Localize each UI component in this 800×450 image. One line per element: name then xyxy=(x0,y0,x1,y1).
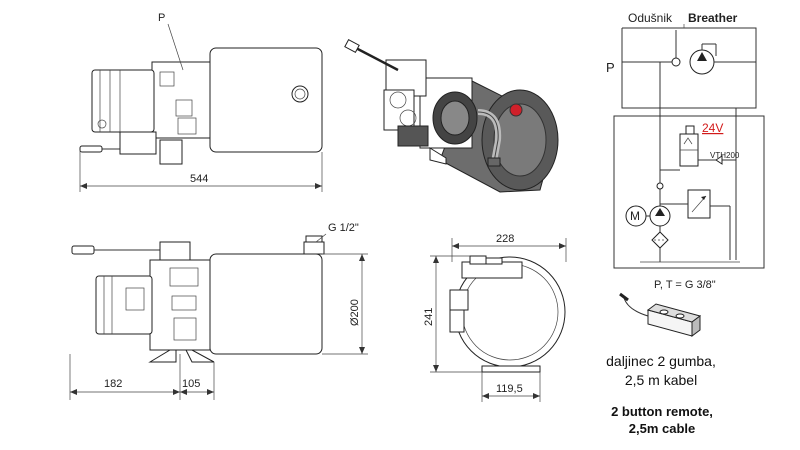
remote-caption-hr: daljinec 2 gumba, 2,5 m kabel xyxy=(596,352,726,390)
schema-valve-label: VTH200 xyxy=(710,151,740,160)
hydraulic-schematic: Odušnik Breather P 24V VTH200 xyxy=(606,11,765,291)
side-view-bottom: 182 105 G 1/2" Ø200 xyxy=(69,222,368,400)
schema-voltage: 24V xyxy=(702,121,723,135)
motor-top-view xyxy=(91,69,155,133)
remote-caption-hr-line1: daljinec 2 gumba, xyxy=(606,353,716,369)
motor-side-view xyxy=(95,275,153,335)
dim-105: 105 xyxy=(182,378,200,390)
port-p-label: P xyxy=(158,12,165,24)
isometric-view xyxy=(344,38,559,193)
schema-p-label: P xyxy=(606,60,615,75)
schema-breather-en: Breather xyxy=(688,11,738,25)
remote-caption-hr-line2: 2,5 m kabel xyxy=(624,372,698,388)
front-view: 228 241 119,5 xyxy=(423,233,567,402)
dim-diameter: Ø200 xyxy=(349,299,361,326)
remote-caption-en: 2 button remote, 2,5m cable xyxy=(600,403,724,437)
dim-inlet: G 1/2" xyxy=(328,222,359,234)
schema-ports: P, T = G 3/8" xyxy=(654,279,716,291)
filler-cap-top xyxy=(291,85,309,103)
red-filler-cap xyxy=(509,103,523,117)
dim-228: 228 xyxy=(496,233,514,245)
schema-breather-hr: Odušnik xyxy=(628,11,673,25)
remote-caption-en-line2: 2,5m cable xyxy=(628,421,696,436)
schema-motor-label: M xyxy=(630,209,640,223)
tank-side-view xyxy=(209,253,323,355)
remote-caption-en-line1: 2 button remote, xyxy=(611,404,713,419)
dim-length-544: 544 xyxy=(190,173,208,185)
dim-182: 182 xyxy=(104,378,122,390)
side-view-top: P 544 xyxy=(79,12,323,192)
remote-control-illustration xyxy=(619,292,702,337)
dim-119: 119,5 xyxy=(496,383,523,395)
dim-241: 241 xyxy=(423,308,435,326)
